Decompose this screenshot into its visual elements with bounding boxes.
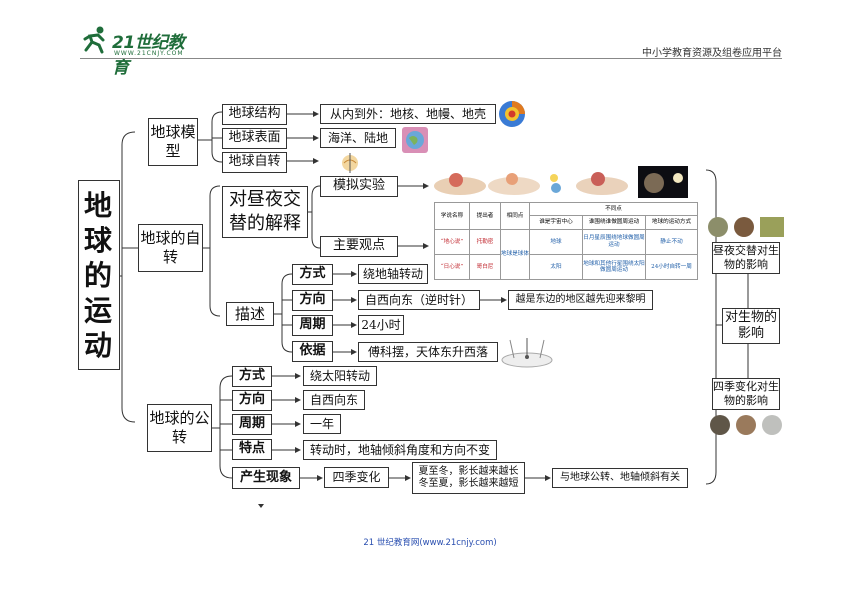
node-earth-structure: 地球结构 [222,104,287,125]
th-same: 相同点 [500,202,530,230]
platform-title: 中小学教育资源及组卷应用平台 [642,48,782,59]
node-rot-direction: 方向 [292,290,333,311]
logo-text: 21世纪教育 [112,33,185,78]
footer-site-url[interactable]: 21 世纪教育网(www.21cnjy.com) [363,538,497,548]
node-earth-rotation: 地球的自转 [138,224,203,272]
node-simulation: 模拟实验 [320,176,398,197]
node-rev-direction: 方向 [232,390,272,411]
th-earth-motion: 地球的运动方式 [645,215,698,230]
runner-logo-icon [83,26,105,54]
td-geocentric: “地心说” [434,228,470,255]
td-ptolemy: 托勒密 [469,228,501,255]
td-geo-earth: 静止不动 [645,228,698,255]
root-char-1: 地 [83,188,114,222]
td-geo-center: 地球 [529,228,583,255]
animals-day-night-images [708,217,784,237]
td-same: 地球是球体 [500,228,530,281]
detail-shadow-change: 夏至冬，影长越来越长 冬至夏，影长越来越短 [412,462,525,494]
root-char-3: 的 [83,258,114,292]
root-char-4: 运 [83,293,114,327]
th-proposer: 提出者 [469,202,501,230]
earth-layers-icon [499,101,525,127]
detail-seasons: 四季变化 [324,467,389,488]
detail-earth-surface: 海洋、陆地 [320,128,396,148]
node-daynight-explanation: 对昼夜交替的解释 [222,186,308,238]
detail-rot-mode: 绕地轴转动 [358,264,428,284]
triangle-marker [258,504,264,508]
node-rev-mode: 方式 [232,366,272,387]
site-logo[interactable]: 21世纪教育 WWW.21CNJY.COM [80,24,200,78]
shadow-line-1: 夏至冬，影长越来越长 [418,465,519,477]
node-rot-evidence: 依据 [292,341,333,362]
td-heliocentric: “日心说” [434,253,470,281]
detail-rot-dawn: 越是东边的地区越先迎来黎明 [508,290,653,310]
shadow-line-2: 冬至夏，影长越来越短 [418,478,519,489]
node-rev-period: 周期 [232,414,272,435]
node-describe: 描述 [226,302,274,326]
logo-subtext: WWW.21CNJY.COM [114,50,184,57]
header-divider [80,58,782,59]
th-orbit: 谁围绕谁做圆周运动 [582,215,646,230]
node-phenomenon: 产生现象 [232,467,300,489]
detail-rot-direction: 自西向东（逆时针） [358,290,480,310]
node-rot-period: 周期 [292,315,333,336]
detail-rev-direction: 自西向东 [303,390,365,410]
rotating-globe-icon [342,153,358,173]
node-effect-on-life: 对生物的影响 [722,308,780,344]
node-earth-model: 地球模型 [148,118,198,166]
node-earth-revolution: 地球的公转 [147,404,212,452]
node-earth-rotation-model: 地球自转 [222,152,287,173]
detail-rot-period: 24小时 [358,315,404,335]
animals-season-images [710,415,782,435]
foucault-pendulum-icon [501,338,553,368]
td-copernicus: 哥白尼 [469,253,501,281]
th-diff: 不同点 [529,201,698,217]
node-season-effect: 四季变化对生物的影响 [712,378,780,410]
th-theory: 学说名称 [434,202,470,230]
node-viewpoints: 主要观点 [320,236,398,257]
detail-rev-mode: 绕太阳转动 [303,366,377,386]
td-helio-orbit: 地球和其他行星围绕太阳做圆周运动 [582,253,646,281]
geocentric-heliocentric-table: 学说名称 提出者 相同点 不同点 谁是宇宙中心 谁围绕谁做圆周运动 地球的运动方… [434,201,698,281]
node-earth-surface: 地球表面 [222,128,287,149]
node-daynight-effect: 昼夜交替对生物的影响 [712,242,780,274]
detail-rot-evidence: 傅科摆，天体东升西落 [358,342,498,362]
node-rev-feature: 特点 [232,439,272,460]
td-helio-center: 太阳 [529,253,583,281]
td-geo-orbit: 日月星辰围绕地球做圆周运动 [582,228,646,255]
node-rot-mode: 方式 [292,264,333,285]
globe-surface-icon [402,127,428,153]
detail-rev-feature: 转动时，地轴倾斜角度和方向不变 [303,440,497,460]
detail-season-reason: 与地球公转、地轴倾斜有关 [552,468,688,488]
detail-earth-structure: 从内到外：地核、地幔、地壳 [320,104,496,124]
root-earth-motion: 地 球 的 运 动 [78,180,120,370]
detail-rev-period: 一年 [303,414,341,434]
root-char-5: 动 [83,328,114,362]
simulation-images [434,166,688,198]
td-helio-earth: 24小时自转一周 [645,253,698,281]
root-char-2: 球 [83,223,114,257]
th-center: 谁是宇宙中心 [529,215,583,230]
